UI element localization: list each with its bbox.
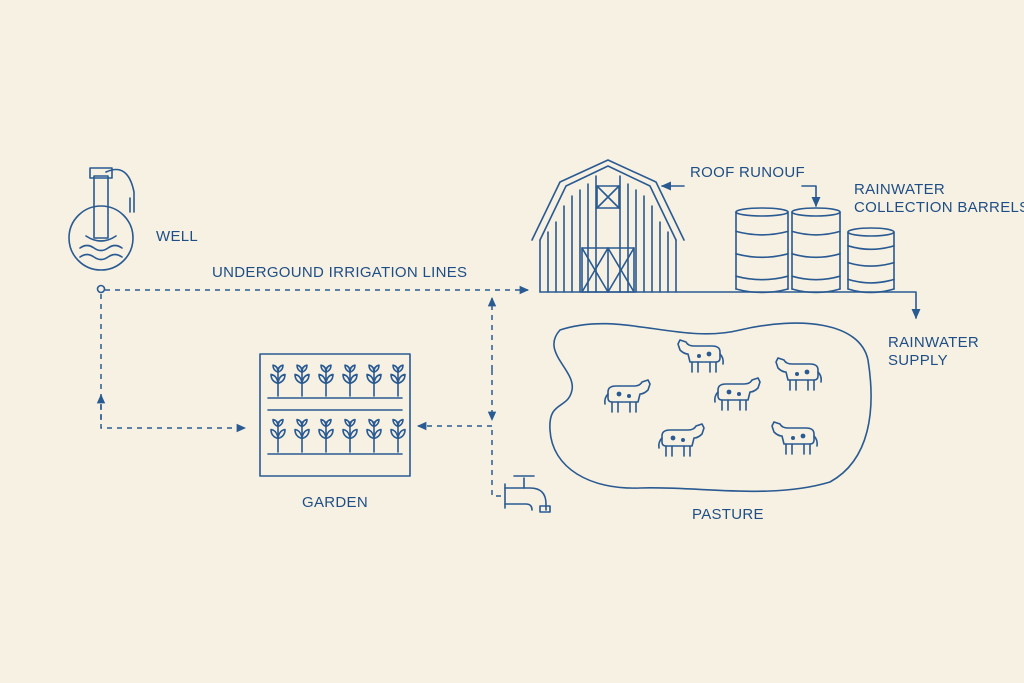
cow-icon	[604, 379, 651, 413]
plant-icon	[390, 364, 406, 397]
barn-icon	[531, 159, 685, 293]
plant-icon	[270, 418, 286, 453]
barrels-label: RAINWATER COLLECTION BARRELS	[854, 181, 1024, 216]
pasture-boundary	[549, 322, 872, 493]
cow-icon	[677, 339, 724, 373]
barrel-icon	[735, 207, 789, 294]
plant-icon	[294, 418, 310, 453]
faucet-icon	[504, 475, 551, 513]
well-pump-icon	[68, 167, 135, 271]
roof-runoff-arrows	[660, 181, 821, 208]
plant-icon	[390, 418, 406, 453]
well-label: WELL	[156, 228, 199, 245]
plant-icon	[366, 364, 382, 397]
rainwater-supply-label: RAINWATER SUPPLY	[888, 334, 980, 369]
cow-icon	[775, 357, 822, 391]
barrel-icon	[847, 227, 895, 294]
plant-icon	[342, 418, 358, 453]
roof-runoff-label: ROOF RUNOUF	[690, 164, 805, 181]
barrel-icon	[791, 207, 841, 294]
pasture-label: PASTURE	[692, 506, 764, 523]
plant-icon	[318, 418, 334, 453]
plant-icon	[270, 364, 286, 397]
garden-label: GARDEN	[302, 494, 368, 511]
cow-icon	[658, 423, 705, 457]
ground-line	[539, 291, 921, 320]
cow-icon	[714, 377, 761, 411]
irrigation-label: UNDERGOUND IRRIGATION LINES	[212, 264, 468, 281]
plant-icon	[342, 364, 358, 397]
plant-icon	[366, 418, 382, 453]
irrigation-lines	[96, 284, 530, 497]
plant-icon	[294, 364, 310, 397]
plant-icon	[318, 364, 334, 397]
cow-icon	[771, 421, 818, 455]
garden-bed-icon	[259, 353, 411, 477]
